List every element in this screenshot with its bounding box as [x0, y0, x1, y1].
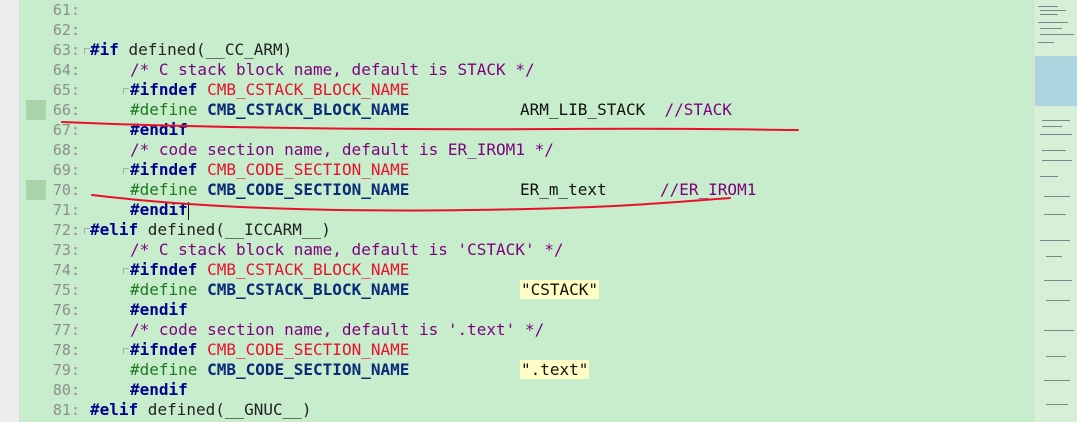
code-area[interactable]: #if defined(__CC_ARM) /* C stack block n…: [90, 0, 1030, 422]
line-number: 69:: [52, 161, 80, 179]
fold-marker-icon[interactable]: [123, 348, 129, 354]
minimap-line: [1040, 34, 1074, 35]
minimap-line: [1046, 300, 1070, 301]
code-line-75-value[interactable]: "CSTACK": [520, 280, 600, 299]
code-line-79-value[interactable]: ".text": [520, 360, 590, 379]
line-number: 74:: [52, 261, 80, 279]
code-line-77[interactable]: /* code section name, default is '.text'…: [130, 320, 545, 339]
minimap-line: [1040, 28, 1062, 29]
line-number: 70:: [52, 181, 80, 199]
minimap-line: [1038, 42, 1054, 43]
minimap-line: [1038, 22, 1068, 23]
fold-marker-icon[interactable]: [84, 228, 90, 234]
minimap-line: [1046, 356, 1066, 357]
line-number: 66:: [52, 101, 80, 119]
code-line-66-value[interactable]: ARM_LIB_STACK //STACK: [520, 100, 732, 119]
line-number: 73:: [52, 241, 80, 259]
code-line-70-comment[interactable]: //ER_IROM1: [660, 180, 757, 199]
minimap-line: [1040, 10, 1066, 11]
line-number-gutter: 61: 62: 63: 64: 65: 66: 67: 68: 69: 70: …: [20, 0, 80, 422]
line-number: 71:: [52, 201, 80, 219]
line-number: 75:: [52, 281, 80, 299]
minimap-line: [1040, 240, 1070, 241]
fold-marker-icon[interactable]: [123, 168, 129, 174]
minimap-line: [1042, 160, 1072, 161]
minimap-line: [1042, 120, 1070, 121]
line-number: 63:: [52, 41, 80, 59]
code-line-78[interactable]: #ifndef CMB_CODE_SECTION_NAME: [130, 340, 410, 359]
code-line-70[interactable]: #define CMB_CODE_SECTION_NAME: [130, 180, 410, 199]
minimap-viewport[interactable]: [1035, 56, 1077, 106]
line-number: 78:: [52, 341, 80, 359]
minimap-line: [1044, 214, 1066, 215]
line-number: 81:: [52, 401, 80, 419]
code-line-66[interactable]: #define CMB_CSTACK_BLOCK_NAME: [130, 100, 410, 119]
line-number: 67:: [52, 121, 80, 139]
change-marker: [26, 180, 46, 200]
fold-marker-icon[interactable]: [123, 268, 129, 274]
minimap-line: [1040, 176, 1058, 177]
code-line-63[interactable]: #if defined(__CC_ARM): [90, 40, 293, 59]
line-number: 62:: [52, 21, 80, 39]
minimap-line: [1042, 150, 1066, 151]
minimap-line: [1038, 6, 1058, 7]
minimap-line: [1040, 134, 1072, 135]
line-number: 76:: [52, 301, 80, 319]
code-line-64[interactable]: /* C stack block name, default is STACK …: [130, 60, 535, 79]
code-line-70-value[interactable]: ER_m_text: [520, 180, 607, 199]
code-line-73[interactable]: /* C stack block name, default is 'CSTAC…: [130, 240, 564, 259]
code-line-76[interactable]: #endif: [130, 300, 188, 319]
line-number: 65:: [52, 81, 80, 99]
minimap-line: [1044, 330, 1074, 331]
fold-marker-icon[interactable]: [84, 48, 90, 54]
code-line-71[interactable]: #endif: [130, 200, 189, 220]
minimap-line: [1044, 380, 1070, 381]
minimap-line: [1046, 256, 1062, 257]
code-line-80[interactable]: #endif: [130, 380, 188, 399]
code-line-81[interactable]: #elif defined(__GNUC__): [90, 400, 312, 419]
line-number: 72:: [52, 221, 80, 239]
code-line-79[interactable]: #define CMB_CODE_SECTION_NAME: [130, 360, 410, 379]
line-number: 80:: [52, 381, 80, 399]
code-line-68[interactable]: /* code section name, default is ER_IROM…: [130, 140, 554, 159]
line-number: 79:: [52, 361, 80, 379]
minimap-line: [1042, 126, 1062, 127]
text-cursor: [187, 201, 189, 220]
code-line-74[interactable]: #ifndef CMB_CSTACK_BLOCK_NAME: [130, 260, 410, 279]
line-number: 77:: [52, 321, 80, 339]
minimap-line: [1044, 196, 1070, 197]
minimap-line: [1046, 404, 1068, 405]
line-number: 61:: [52, 1, 80, 19]
line-number: 64:: [52, 61, 80, 79]
minimap-line: [1040, 14, 1058, 15]
editor-margin: [0, 0, 20, 422]
fold-marker-icon[interactable]: [123, 88, 129, 94]
code-line-65[interactable]: #ifndef CMB_CSTACK_BLOCK_NAME: [130, 80, 410, 99]
line-number: 68:: [52, 141, 80, 159]
minimap-line: [1044, 280, 1072, 281]
code-line-75[interactable]: #define CMB_CSTACK_BLOCK_NAME: [130, 280, 410, 299]
code-line-67[interactable]: #endif: [130, 120, 188, 139]
change-marker: [26, 100, 46, 120]
code-line-72[interactable]: #elif defined(__ICCARM__): [90, 220, 331, 239]
code-line-69[interactable]: #ifndef CMB_CODE_SECTION_NAME: [130, 160, 410, 179]
